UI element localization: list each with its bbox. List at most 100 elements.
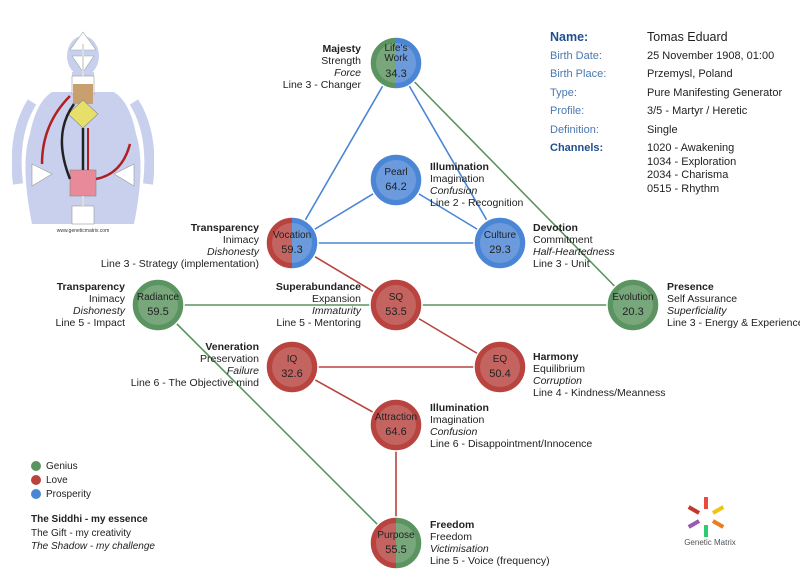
- node-name-text: Purpose: [377, 530, 415, 541]
- logo-text: Genetic Matrix: [684, 538, 736, 547]
- line-text: Line 4 - Kindness/Meanness: [533, 387, 666, 399]
- siddhi-text: Majesty: [322, 43, 361, 55]
- gift-text: Inimacy: [223, 234, 260, 246]
- birth-date-value: 25 November 1908, 01:00: [647, 49, 775, 62]
- legend-love-label: Love: [46, 474, 68, 486]
- line-text: Line 3 - Changer: [283, 79, 362, 91]
- shadow-text: Half-Heartedness: [533, 246, 615, 258]
- shadow-text: Corruption: [533, 375, 582, 387]
- node-value-text: 34.3: [385, 68, 406, 80]
- legend-genius: Genius: [31, 459, 91, 473]
- node-value-text: 20.3: [622, 306, 643, 318]
- line-text: Line 3 - Unit: [533, 258, 590, 270]
- shadow-text: Confusion: [430, 185, 477, 197]
- node-name-text: SQ: [389, 292, 404, 303]
- siddhi-text: Transparency: [191, 222, 259, 234]
- gift-text: Commitment: [533, 234, 593, 246]
- shadow-key: The Shadow - my challenge: [31, 541, 155, 552]
- channels-list: 1020 - Awakening 1034 - Exploration 2034…: [647, 142, 736, 196]
- type-label: Type:: [550, 86, 577, 99]
- bodygraph-caption: www.geneticmatrix.com: [57, 228, 110, 234]
- legend-prosperity-label: Prosperity: [46, 488, 92, 500]
- node-attraction[interactable]: Attraction 64.6: [369, 398, 423, 452]
- siddhi-text: Devotion: [533, 222, 578, 234]
- node-name-text: IQ: [287, 354, 298, 365]
- node-circle: [369, 36, 423, 90]
- node-name-text: Vocation: [273, 230, 311, 241]
- node-circle: [265, 340, 319, 394]
- siddhi-text: Illumination: [430, 402, 489, 414]
- shadow-text: Force: [334, 67, 361, 79]
- line-text: Line 5 - Mentoring: [276, 317, 361, 329]
- line-text: Line 3 - Strategy (implementation): [101, 258, 259, 270]
- channel-item: 1020 - Awakening: [647, 142, 735, 154]
- node-highlight: [613, 285, 653, 325]
- node-highlight: [376, 405, 416, 445]
- node-name-text: Pearl: [384, 167, 407, 178]
- gift-text: Imagination: [430, 414, 484, 426]
- node-circle: [606, 278, 660, 332]
- birth-place-label: Birth Place:: [550, 68, 607, 81]
- node-vocation[interactable]: Vocation 59.3: [265, 216, 319, 270]
- node-circle: [473, 340, 527, 394]
- edge-lifes-work-vocation: [291, 62, 397, 244]
- legend-genius-label: Genius: [46, 460, 78, 472]
- node-name-text: Attraction: [375, 412, 417, 423]
- legend-love: Love: [31, 473, 91, 487]
- profile-panel: Name: Tomas Eduard Birth Date: 25 Novemb…: [550, 28, 782, 196]
- genetic-matrix-logo: [687, 497, 725, 537]
- line-text: Line 2 - Recognition: [430, 197, 524, 209]
- siddhi-text: Freedom: [430, 519, 474, 531]
- node-value-text: 64.6: [385, 426, 406, 438]
- edge-radiance-purpose: [157, 304, 397, 544]
- siddhi-text: Illumination: [430, 161, 489, 173]
- node-circle: [369, 278, 423, 332]
- legend: Genius Love Prosperity: [31, 459, 91, 501]
- shadow-text: Dishonesty: [207, 246, 260, 258]
- siddhi-text: Transparency: [57, 281, 125, 293]
- gift-text: Expansion: [312, 293, 361, 305]
- profile-value: 3/5 - Martyr / Heretic: [647, 105, 748, 118]
- line-text: Line 5 - Impact: [56, 317, 126, 329]
- node-highlight: [376, 43, 416, 83]
- prosperity-dot-icon: [31, 489, 41, 499]
- channel-item: 2034 - Charisma: [647, 169, 729, 181]
- name-value: Tomas Eduard: [647, 30, 728, 45]
- node-highlight: [480, 347, 520, 387]
- gift-text: Preservation: [200, 353, 259, 365]
- node-iq[interactable]: IQ 32.6: [265, 340, 319, 394]
- node-circle: [369, 398, 423, 452]
- gift-text: Imagination: [430, 173, 484, 185]
- node-value-text: 59.3: [281, 244, 302, 256]
- shadow-text: Dishonesty: [73, 305, 126, 317]
- shadow-text: Immaturity: [312, 305, 362, 317]
- node-highlight: [376, 160, 416, 200]
- channel-item: 0515 - Rhythm: [647, 182, 720, 195]
- siddhi-text: Harmony: [533, 351, 579, 363]
- type-value: Pure Manifesting Generator: [647, 86, 783, 99]
- line-text: Line 6 - Disappointment/Innocence: [430, 438, 592, 450]
- node-value-text: 32.6: [281, 368, 302, 380]
- node-value-text: 50.4: [489, 368, 510, 380]
- node-circle: [473, 216, 527, 270]
- channel-item: 1034 - Exploration: [647, 155, 737, 168]
